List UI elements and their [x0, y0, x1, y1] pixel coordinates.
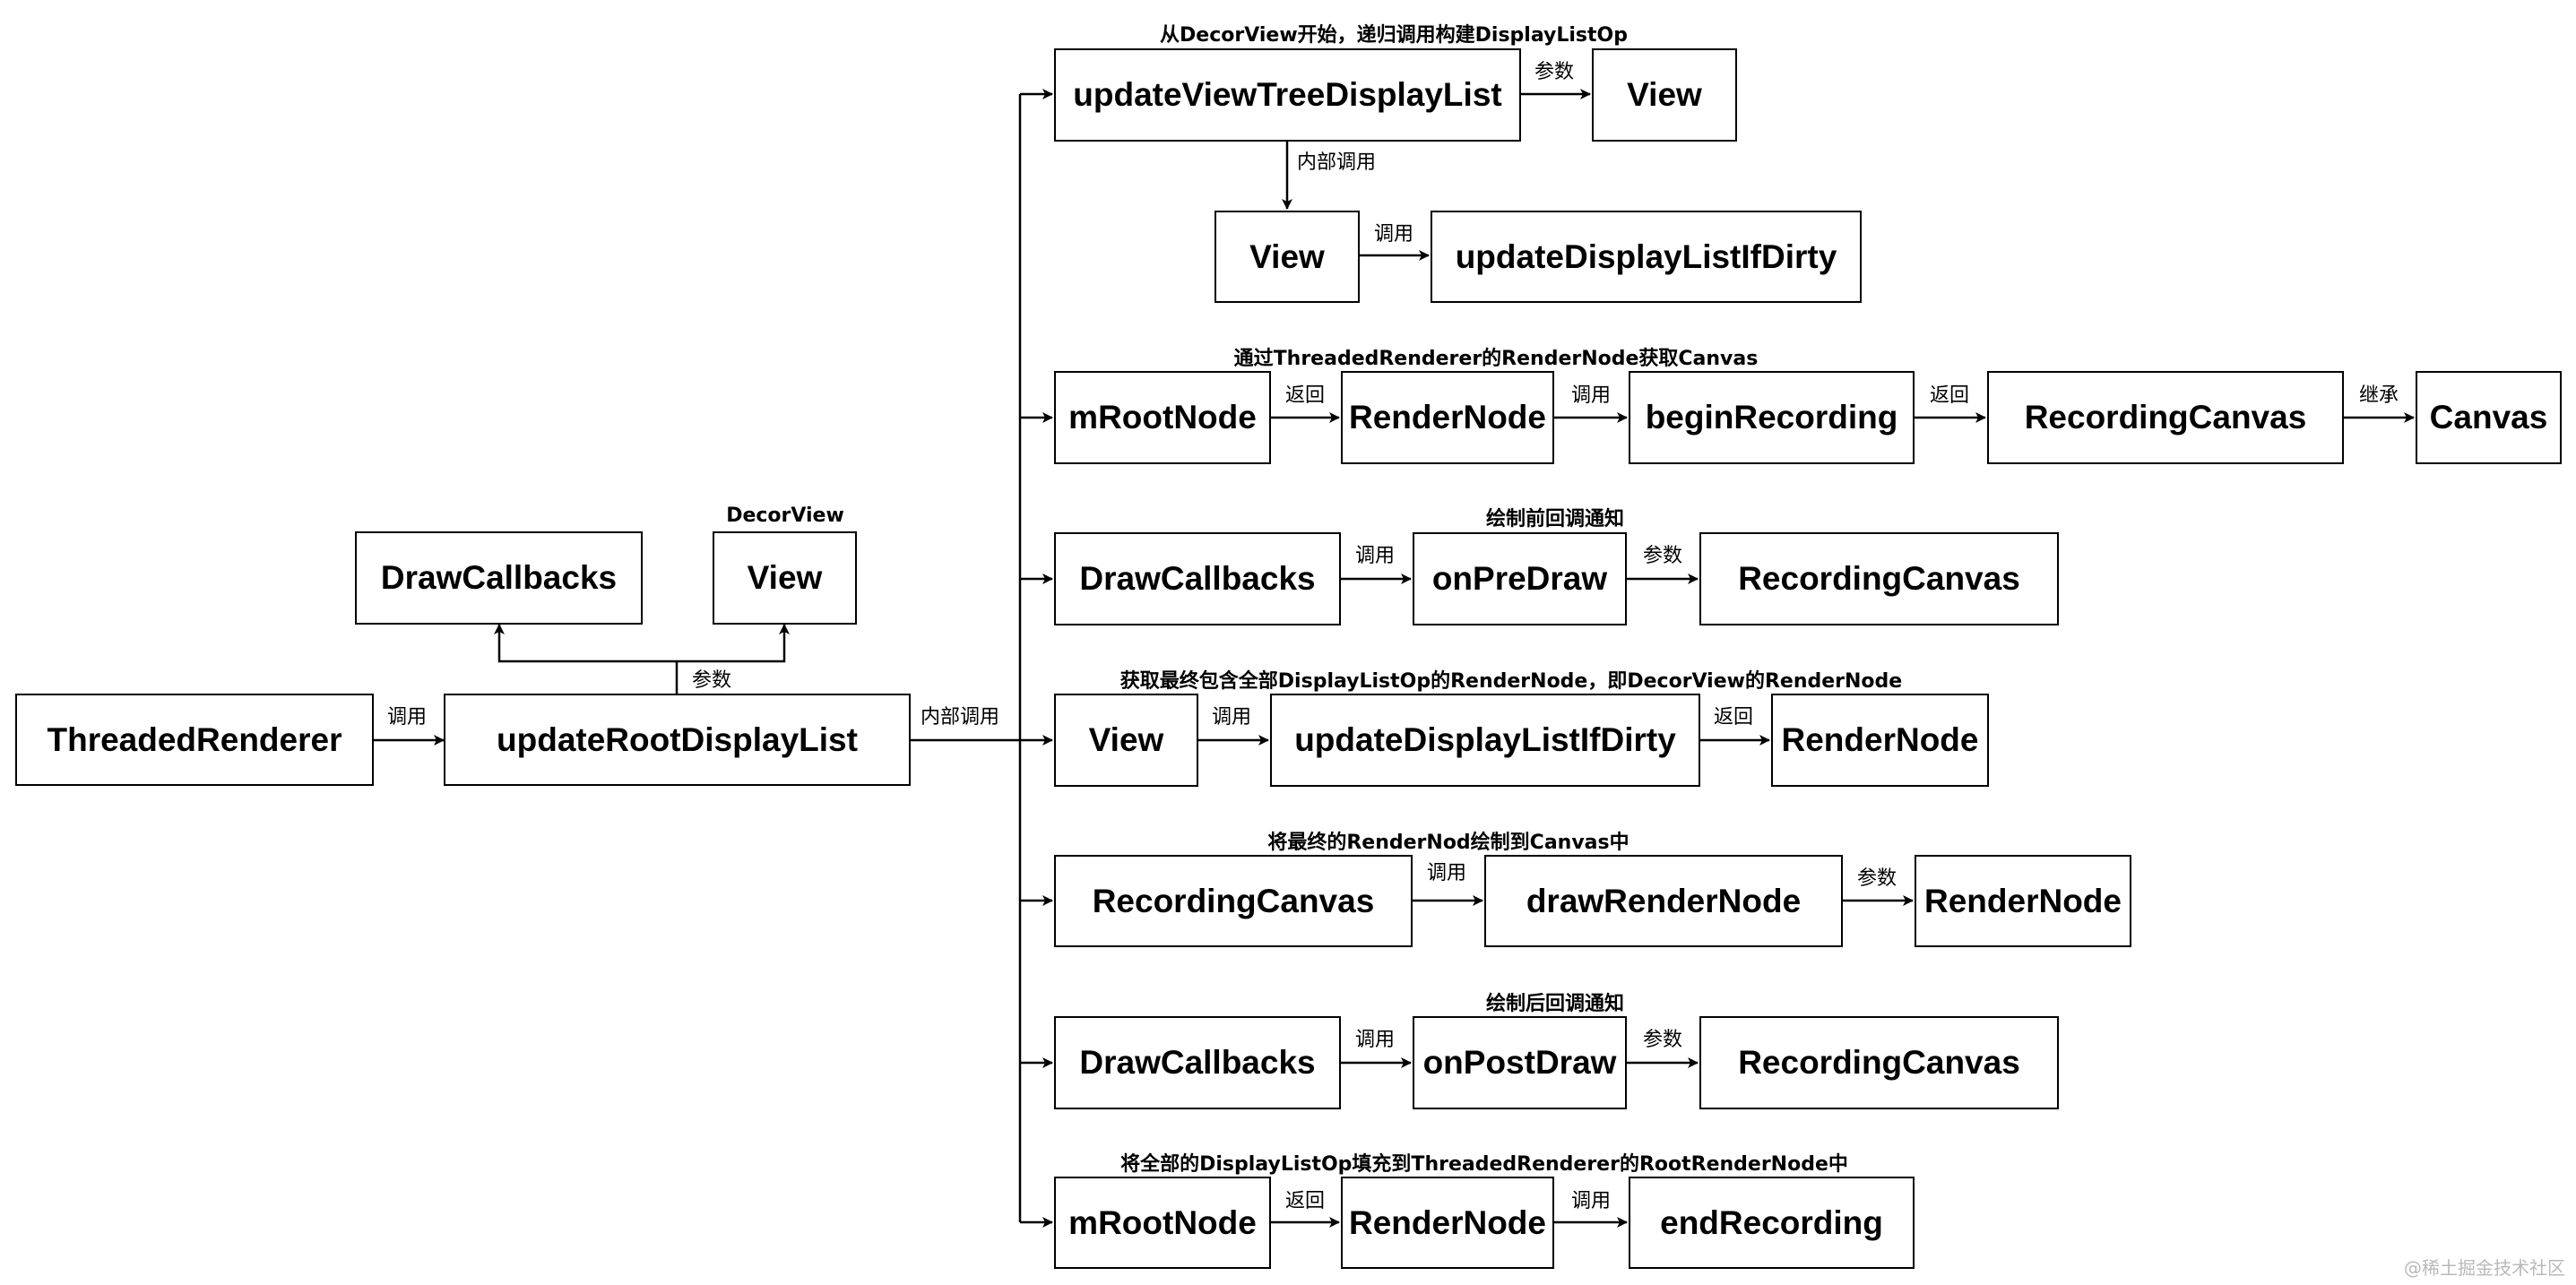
- node-view-decor-2: View: [1054, 694, 1198, 787]
- label-call-r8b: 调用: [1571, 1190, 1612, 1212]
- note-row4: 绘制前回调通知: [1485, 508, 1625, 530]
- label-call-r7a: 调用: [1355, 1029, 1396, 1051]
- label-param-r1: 参数: [1534, 61, 1575, 83]
- node-render-node-1: RenderNode: [1341, 371, 1554, 464]
- label-param-r7b: 参数: [1643, 1029, 1683, 1051]
- node-draw-render-node: drawRenderNode: [1484, 855, 1843, 947]
- label-call-r2: 调用: [1374, 223, 1414, 246]
- note-row3: 通过ThreadedRenderer的RenderNode获取Canvas: [1233, 348, 1759, 370]
- note-row8: 将全部的DisplayListOp填充到ThreadedRenderer的Roo…: [1120, 1153, 1848, 1176]
- label-param-r6b: 参数: [1857, 867, 1897, 890]
- node-on-post-draw: onPostDraw: [1413, 1016, 1627, 1109]
- node-update-view-tree-display-list: updateViewTreeDisplayList: [1054, 48, 1521, 142]
- edge-param-to-drawcallbacks: [494, 624, 677, 663]
- label-param-main: 参数: [692, 669, 732, 692]
- note-row5: 获取最终包含全部DisplayListOp的RenderNode，即DecorV…: [1119, 670, 1903, 693]
- node-update-display-list-if-dirty-2: updateDisplayListIfDirty: [1270, 694, 1700, 787]
- node-recording-canvas-2: RecordingCanvas: [1699, 532, 2059, 625]
- watermark: @稀土掘金技术社区: [2404, 1257, 2565, 1279]
- edge-param-to-view: [677, 624, 790, 663]
- node-view-inner: View: [1215, 211, 1360, 303]
- label-internal-call-main: 内部调用: [921, 706, 1000, 729]
- label-call-r5a: 调用: [1212, 706, 1252, 729]
- node-mroot-node-1: mRootNode: [1054, 371, 1271, 464]
- note-decor-view: DecorView: [726, 505, 844, 527]
- node-end-recording: endRecording: [1629, 1177, 1915, 1269]
- node-render-node-4: RenderNode: [1341, 1177, 1554, 1269]
- node-begin-recording: beginRecording: [1629, 371, 1915, 464]
- label-return-r8a: 返回: [1285, 1190, 1326, 1212]
- node-update-display-list-if-dirty-1: updateDisplayListIfDirty: [1431, 211, 1862, 303]
- note-row1: 从DecorView开始，递归调用构建DisplayListOp: [1160, 24, 1628, 47]
- label-call-r3b: 调用: [1571, 384, 1612, 407]
- node-canvas: Canvas: [2416, 371, 2562, 464]
- node-recording-canvas-1: RecordingCanvas: [1987, 371, 2344, 464]
- node-draw-callbacks-pre: DrawCallbacks: [1054, 532, 1341, 625]
- node-threaded-renderer: ThreadedRenderer: [15, 694, 374, 786]
- note-row7: 绘制后回调通知: [1485, 993, 1625, 1015]
- label-call-r6a: 调用: [1427, 862, 1467, 884]
- node-recording-canvas-4: RecordingCanvas: [1699, 1016, 2059, 1109]
- node-view-param: View: [1592, 48, 1737, 142]
- label-call-r4a: 调用: [1355, 545, 1396, 567]
- label-return-r3c: 返回: [1930, 384, 1970, 407]
- node-draw-callbacks-top: DrawCallbacks: [355, 531, 643, 625]
- node-update-root-display-list: updateRootDisplayList: [444, 694, 911, 786]
- label-internal-call-r1: 内部调用: [1297, 151, 1377, 174]
- node-on-pre-draw: onPreDraw: [1413, 532, 1627, 625]
- label-return-r5b: 返回: [1714, 706, 1754, 729]
- node-mroot-node-2: mRootNode: [1054, 1177, 1271, 1269]
- node-recording-canvas-3: RecordingCanvas: [1054, 855, 1413, 947]
- label-return-r3a: 返回: [1285, 384, 1326, 407]
- node-render-node-3: RenderNode: [1915, 855, 2131, 947]
- node-view-decor: View: [713, 531, 857, 625]
- node-render-node-2: RenderNode: [1771, 694, 1989, 787]
- label-call-main: 调用: [387, 706, 428, 729]
- note-row6: 将最终的RenderNod绘制到Canvas中: [1267, 832, 1629, 854]
- node-draw-callbacks-post: DrawCallbacks: [1054, 1016, 1341, 1109]
- label-param-r4b: 参数: [1643, 545, 1683, 567]
- label-inherit-r3d: 继承: [2359, 384, 2399, 407]
